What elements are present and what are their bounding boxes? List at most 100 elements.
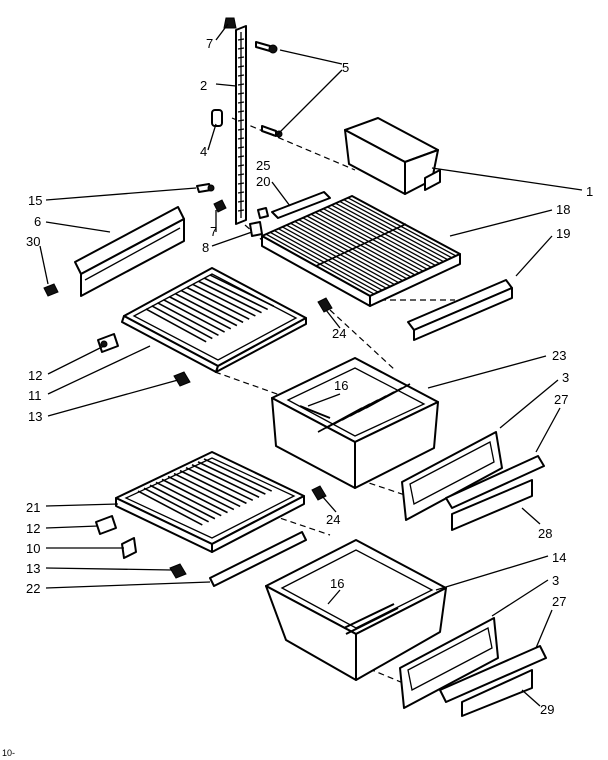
callout-16-lower: 16	[330, 576, 344, 591]
callout-10: 10	[26, 541, 40, 556]
cap-lower	[213, 199, 227, 213]
screw-top	[255, 41, 278, 54]
drawing-stroke	[173, 472, 241, 508]
callout-15: 15	[28, 193, 42, 208]
callout-24-lower: 24	[326, 512, 340, 527]
storage-bin	[344, 117, 441, 195]
drawing-stroke	[180, 289, 244, 324]
bar-22	[209, 531, 307, 587]
drawing-stroke	[315, 223, 407, 267]
drawer-trim-29	[461, 669, 533, 717]
drawing-stroke	[155, 481, 222, 517]
drawing-stroke	[191, 464, 260, 498]
callout-22: 22	[26, 581, 40, 596]
drawing-stroke	[237, 74, 245, 77]
crisper-drawer-upper	[271, 357, 439, 489]
shelf-trim-left	[74, 206, 185, 297]
drawing-stroke	[145, 308, 207, 343]
footer-mark: 10-	[2, 748, 15, 758]
callout-3-upper: 3	[562, 370, 569, 385]
screw-middle	[261, 125, 283, 138]
drawing-stroke	[237, 200, 245, 203]
drawing-stroke	[237, 173, 245, 176]
callout-30: 30	[26, 234, 40, 249]
drawing-stroke	[186, 286, 250, 320]
bracket-12-lower	[95, 515, 117, 535]
crisper-cover-upper	[121, 267, 307, 373]
roller-24-upper	[317, 297, 333, 313]
callout-12-lower: 12	[26, 521, 40, 536]
drawing-stroke	[237, 101, 245, 104]
drawing-stroke	[163, 298, 225, 333]
callout-23: 23	[552, 348, 566, 363]
callout-27-upper: 27	[554, 392, 568, 407]
drawing-stroke	[185, 466, 254, 502]
drawing-stroke	[137, 490, 203, 526]
drawing-stroke	[151, 305, 213, 340]
drawing-stroke	[237, 110, 245, 113]
drawing-stroke	[198, 280, 262, 314]
callout-14: 14	[552, 550, 566, 565]
roller-13-lower	[169, 563, 187, 579]
drawer-trim-28	[451, 479, 533, 531]
drawing-stroke	[209, 274, 275, 307]
drawer-front-upper	[401, 431, 503, 521]
callout-16-upper: 16	[334, 378, 348, 393]
support-pin	[196, 183, 215, 193]
callout-12-upper: 12	[28, 368, 42, 383]
callout-8: 8	[202, 240, 209, 255]
roller-13-upper	[173, 371, 191, 387]
drawing-stroke	[167, 475, 235, 511]
drawing-stroke	[237, 83, 245, 86]
drawing-stroke	[157, 302, 219, 337]
drawing-stroke	[237, 182, 245, 185]
drawing-stroke	[237, 191, 245, 194]
clip-30	[43, 283, 59, 297]
callout-29: 29	[540, 702, 554, 717]
drawing-stroke	[149, 484, 216, 520]
drawer-trim-27-lower	[439, 645, 547, 703]
wire-shelf-upper	[261, 195, 461, 307]
drawing-stroke	[347, 197, 457, 257]
drawing-stroke	[237, 155, 245, 158]
callout-13-lower: 13	[26, 561, 40, 576]
callout-28: 28	[538, 526, 552, 541]
rail-bumper	[211, 109, 223, 127]
drawing-stroke	[237, 146, 245, 149]
drawing-stroke	[237, 38, 245, 41]
callout-27-lower: 27	[552, 594, 566, 609]
callout-24-upper: 24	[332, 326, 346, 341]
shelf-trim-25	[271, 191, 331, 219]
drawing-stroke	[174, 292, 238, 327]
bracket-12-upper	[97, 333, 119, 353]
callout-25: 25	[256, 158, 270, 173]
clip-20	[257, 207, 269, 219]
crisper-cover-lower	[115, 451, 305, 553]
callout-2: 2	[200, 78, 207, 93]
callout-21: 21	[26, 500, 40, 515]
drawing-stroke	[365, 383, 411, 409]
drawing-stroke	[203, 458, 273, 492]
callout-19: 19	[556, 226, 570, 241]
callout-20: 20	[256, 174, 270, 189]
drawing-stroke	[237, 47, 245, 50]
drawing-stroke	[192, 283, 256, 317]
callout-18: 18	[556, 202, 570, 217]
drawing-stroke	[197, 461, 266, 495]
drawing-stroke	[237, 164, 245, 167]
drawing-stroke	[203, 277, 269, 311]
callout-4: 4	[200, 144, 207, 159]
drawing-stroke	[237, 56, 245, 59]
callout-7-top: 7	[206, 36, 213, 51]
frame-10	[121, 537, 137, 559]
drawing-stroke	[237, 65, 245, 68]
callout-1: 1	[586, 184, 593, 199]
shelf-trim-19	[407, 279, 513, 341]
drawing-stroke	[161, 478, 228, 514]
leader-lines	[39, 23, 583, 707]
drawing-stroke	[237, 92, 245, 95]
callout-11: 11	[28, 388, 42, 403]
drawing-stroke	[237, 128, 245, 131]
drawing-stroke	[237, 119, 245, 122]
